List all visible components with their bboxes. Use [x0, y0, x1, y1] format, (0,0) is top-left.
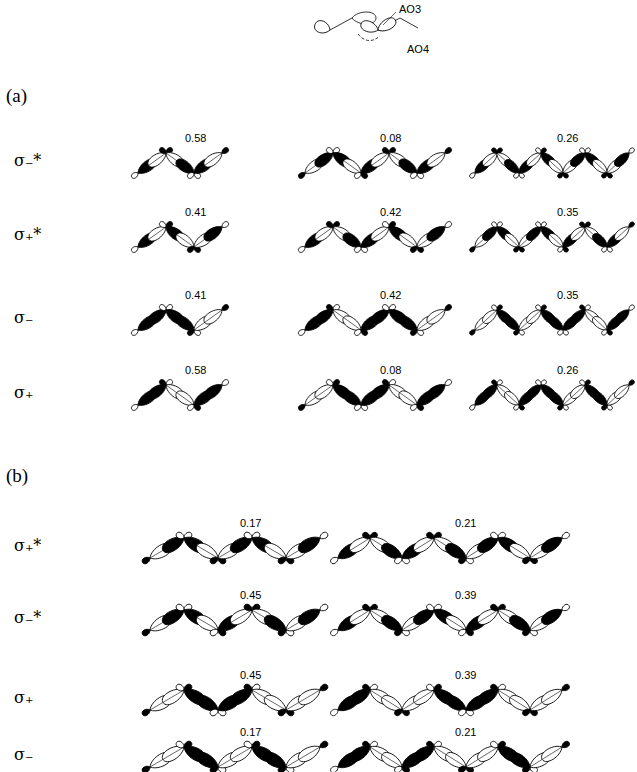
carbon-backbone [475, 310, 629, 330]
orbital-chain [469, 147, 636, 179]
coefficient-value: 0.21 [454, 518, 477, 529]
carbon-backbone [138, 153, 222, 173]
orbital-chain [469, 379, 636, 411]
orbital-chain [130, 304, 229, 337]
carbon-backbone [138, 385, 222, 405]
carbon-backbone [305, 385, 445, 405]
orbital-label: AO3 [399, 4, 421, 15]
orbital-chain [130, 147, 229, 180]
coefficient-value: 0.26 [556, 133, 579, 144]
orbital-symbol: σ₊* [14, 538, 41, 554]
orbital-label: AO4 [407, 44, 429, 55]
coefficient-value: 0.35 [556, 290, 579, 301]
orbital-symbol: σ₋* [14, 610, 41, 626]
coefficient-value: 0.39 [454, 590, 477, 601]
orbital-chain [141, 531, 329, 565]
orbital-symbol: σ₊ [14, 690, 33, 706]
orbital-chain [329, 531, 570, 565]
orbital-chain [297, 147, 452, 180]
coefficient-value: 0.08 [379, 133, 402, 144]
hybrid-lobe [375, 15, 398, 34]
carbon-backbone [475, 153, 629, 173]
panel-label: (a) [6, 86, 27, 105]
orbital-chain [297, 379, 452, 412]
coefficient-value: 0.45 [239, 670, 262, 681]
panel-label: (b) [6, 466, 28, 485]
orbital-symbol: σ₊ [14, 385, 33, 401]
interaction-arc [358, 34, 380, 41]
carbon-backbone [338, 610, 562, 630]
carbon-backbone [305, 227, 445, 247]
orbital-chain [130, 379, 229, 412]
coefficient-value: 0.45 [239, 590, 262, 601]
orbital-chain [141, 603, 329, 637]
orbital-chain [469, 221, 636, 253]
carbon-backbone [338, 538, 562, 558]
orbital-chain [141, 740, 329, 772]
coefficient-value: 0.21 [454, 727, 477, 738]
coefficient-value: 0.42 [379, 290, 402, 301]
coefficient-value: 0.41 [184, 207, 207, 218]
orbital-symbol: σ₊* [14, 227, 41, 243]
carbon-backbone [138, 310, 222, 330]
inset-sketch [313, 12, 418, 41]
carbon-backbone [150, 690, 320, 710]
coefficient-value: 0.58 [184, 133, 207, 144]
orbital-chain [469, 304, 636, 336]
carbon-backbone [305, 153, 445, 173]
orbital-chain [329, 740, 570, 772]
carbon-backbone [150, 538, 320, 558]
hybrid-lobe [359, 19, 380, 35]
leader-line [383, 12, 396, 25]
carbon-backbone [150, 747, 320, 767]
hybrid-lobe [313, 19, 332, 36]
orbital-symbol: σ₋ [14, 310, 33, 326]
orbital-chain [297, 304, 452, 337]
coefficient-value: 0.35 [556, 207, 579, 218]
coefficient-value: 0.26 [556, 365, 579, 376]
orbital-symbol: σ₋* [14, 153, 41, 169]
carbon-backbone [338, 690, 562, 710]
coefficient-value: 0.17 [239, 518, 262, 529]
orbital-chain [329, 603, 570, 637]
carbon-backbone [138, 227, 222, 247]
coefficient-value: 0.41 [184, 290, 207, 301]
coefficient-value: 0.58 [184, 365, 207, 376]
orbital-chain [130, 221, 229, 254]
orbital-symbol: σ₋ [14, 747, 33, 763]
orbital-chain [141, 683, 329, 717]
carbon-backbone [150, 610, 320, 630]
coefficient-value: 0.17 [239, 727, 262, 738]
orbital-chain [329, 683, 570, 717]
coefficient-value: 0.08 [379, 365, 402, 376]
coefficient-value: 0.42 [379, 207, 402, 218]
carbon-backbone [338, 747, 562, 767]
orbital-chain [297, 221, 452, 254]
carbon-backbone [305, 310, 445, 330]
carbon-backbone [475, 385, 629, 405]
coefficient-value: 0.39 [454, 670, 477, 681]
carbon-backbone [475, 227, 629, 247]
